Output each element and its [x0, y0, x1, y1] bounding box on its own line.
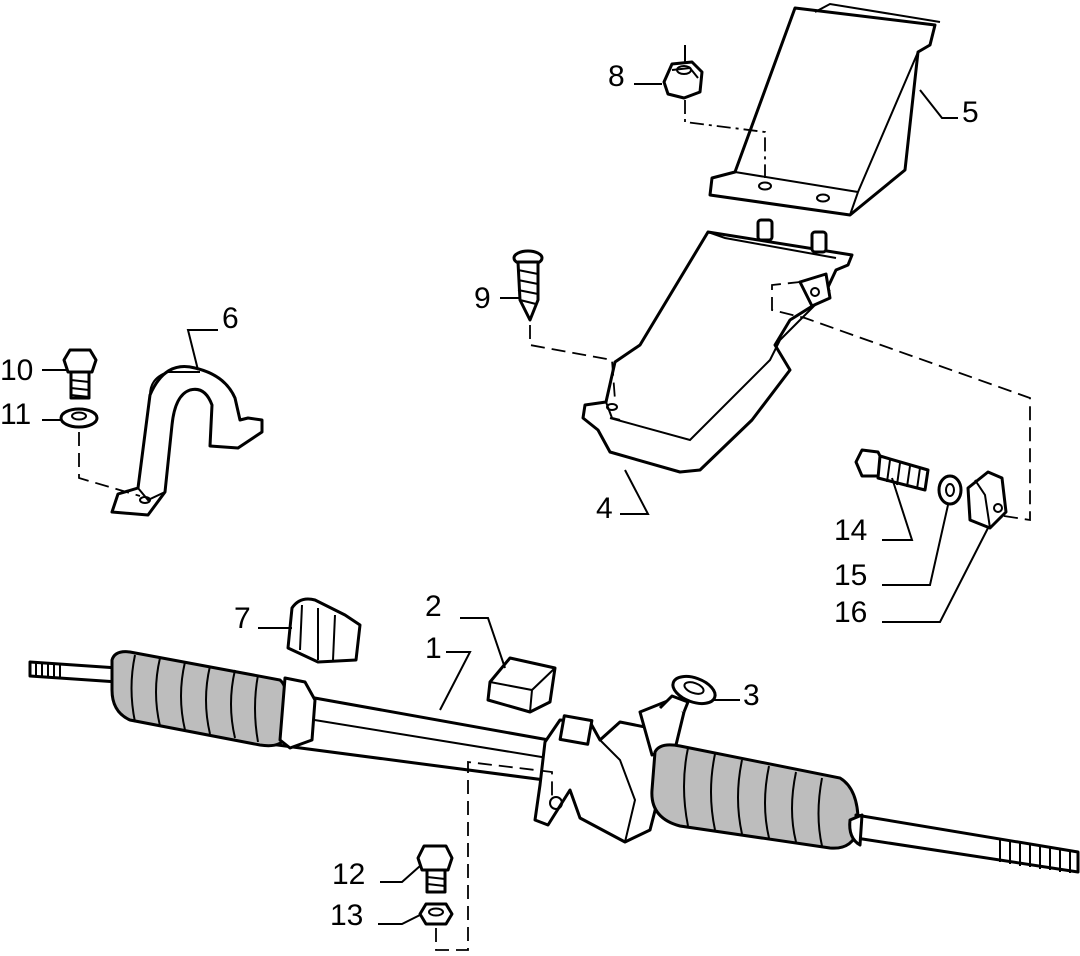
leader-lines	[42, 83, 989, 925]
callout-16: 16	[834, 596, 867, 629]
callout-11: 11	[0, 398, 31, 431]
callout-1: 1	[425, 632, 442, 665]
callout-7: 7	[234, 602, 251, 635]
seal-part-3	[671, 674, 717, 706]
callout-12: 12	[332, 858, 365, 891]
callout-14: 14	[834, 514, 867, 547]
callout-6: 6	[222, 302, 239, 335]
nut-part-8	[662, 45, 704, 100]
pad-part-2	[486, 656, 557, 714]
heat-shield-lower	[581, 218, 854, 474]
bolt-part-12	[416, 844, 454, 894]
bolt-part-10	[62, 348, 98, 400]
callout-10: 10	[0, 354, 33, 387]
callout-13: 13	[330, 899, 363, 932]
heat-shield-upper	[708, 2, 941, 217]
callout-15: 15	[834, 559, 867, 592]
screw-part-9	[512, 249, 544, 322]
bolt-part-14	[854, 448, 930, 492]
steering-rack-part-1	[28, 650, 1080, 874]
callout-labels: 1 2 3 4 5 6 7 8 9 10 11 12 13 14 15 16	[0, 60, 979, 932]
callout-5: 5	[962, 96, 979, 129]
callout-9: 9	[474, 282, 491, 315]
callout-8: 8	[608, 60, 625, 93]
washer-part-15	[937, 474, 963, 506]
bush-part-7	[286, 597, 362, 664]
callout-4: 4	[596, 492, 613, 525]
clip-nut-part-16	[966, 470, 1008, 530]
callout-2: 2	[425, 590, 442, 623]
clamp-part-6	[110, 365, 264, 517]
callout-3: 3	[743, 679, 760, 712]
washer-part-11	[59, 407, 99, 429]
nut-part-13	[418, 902, 454, 926]
